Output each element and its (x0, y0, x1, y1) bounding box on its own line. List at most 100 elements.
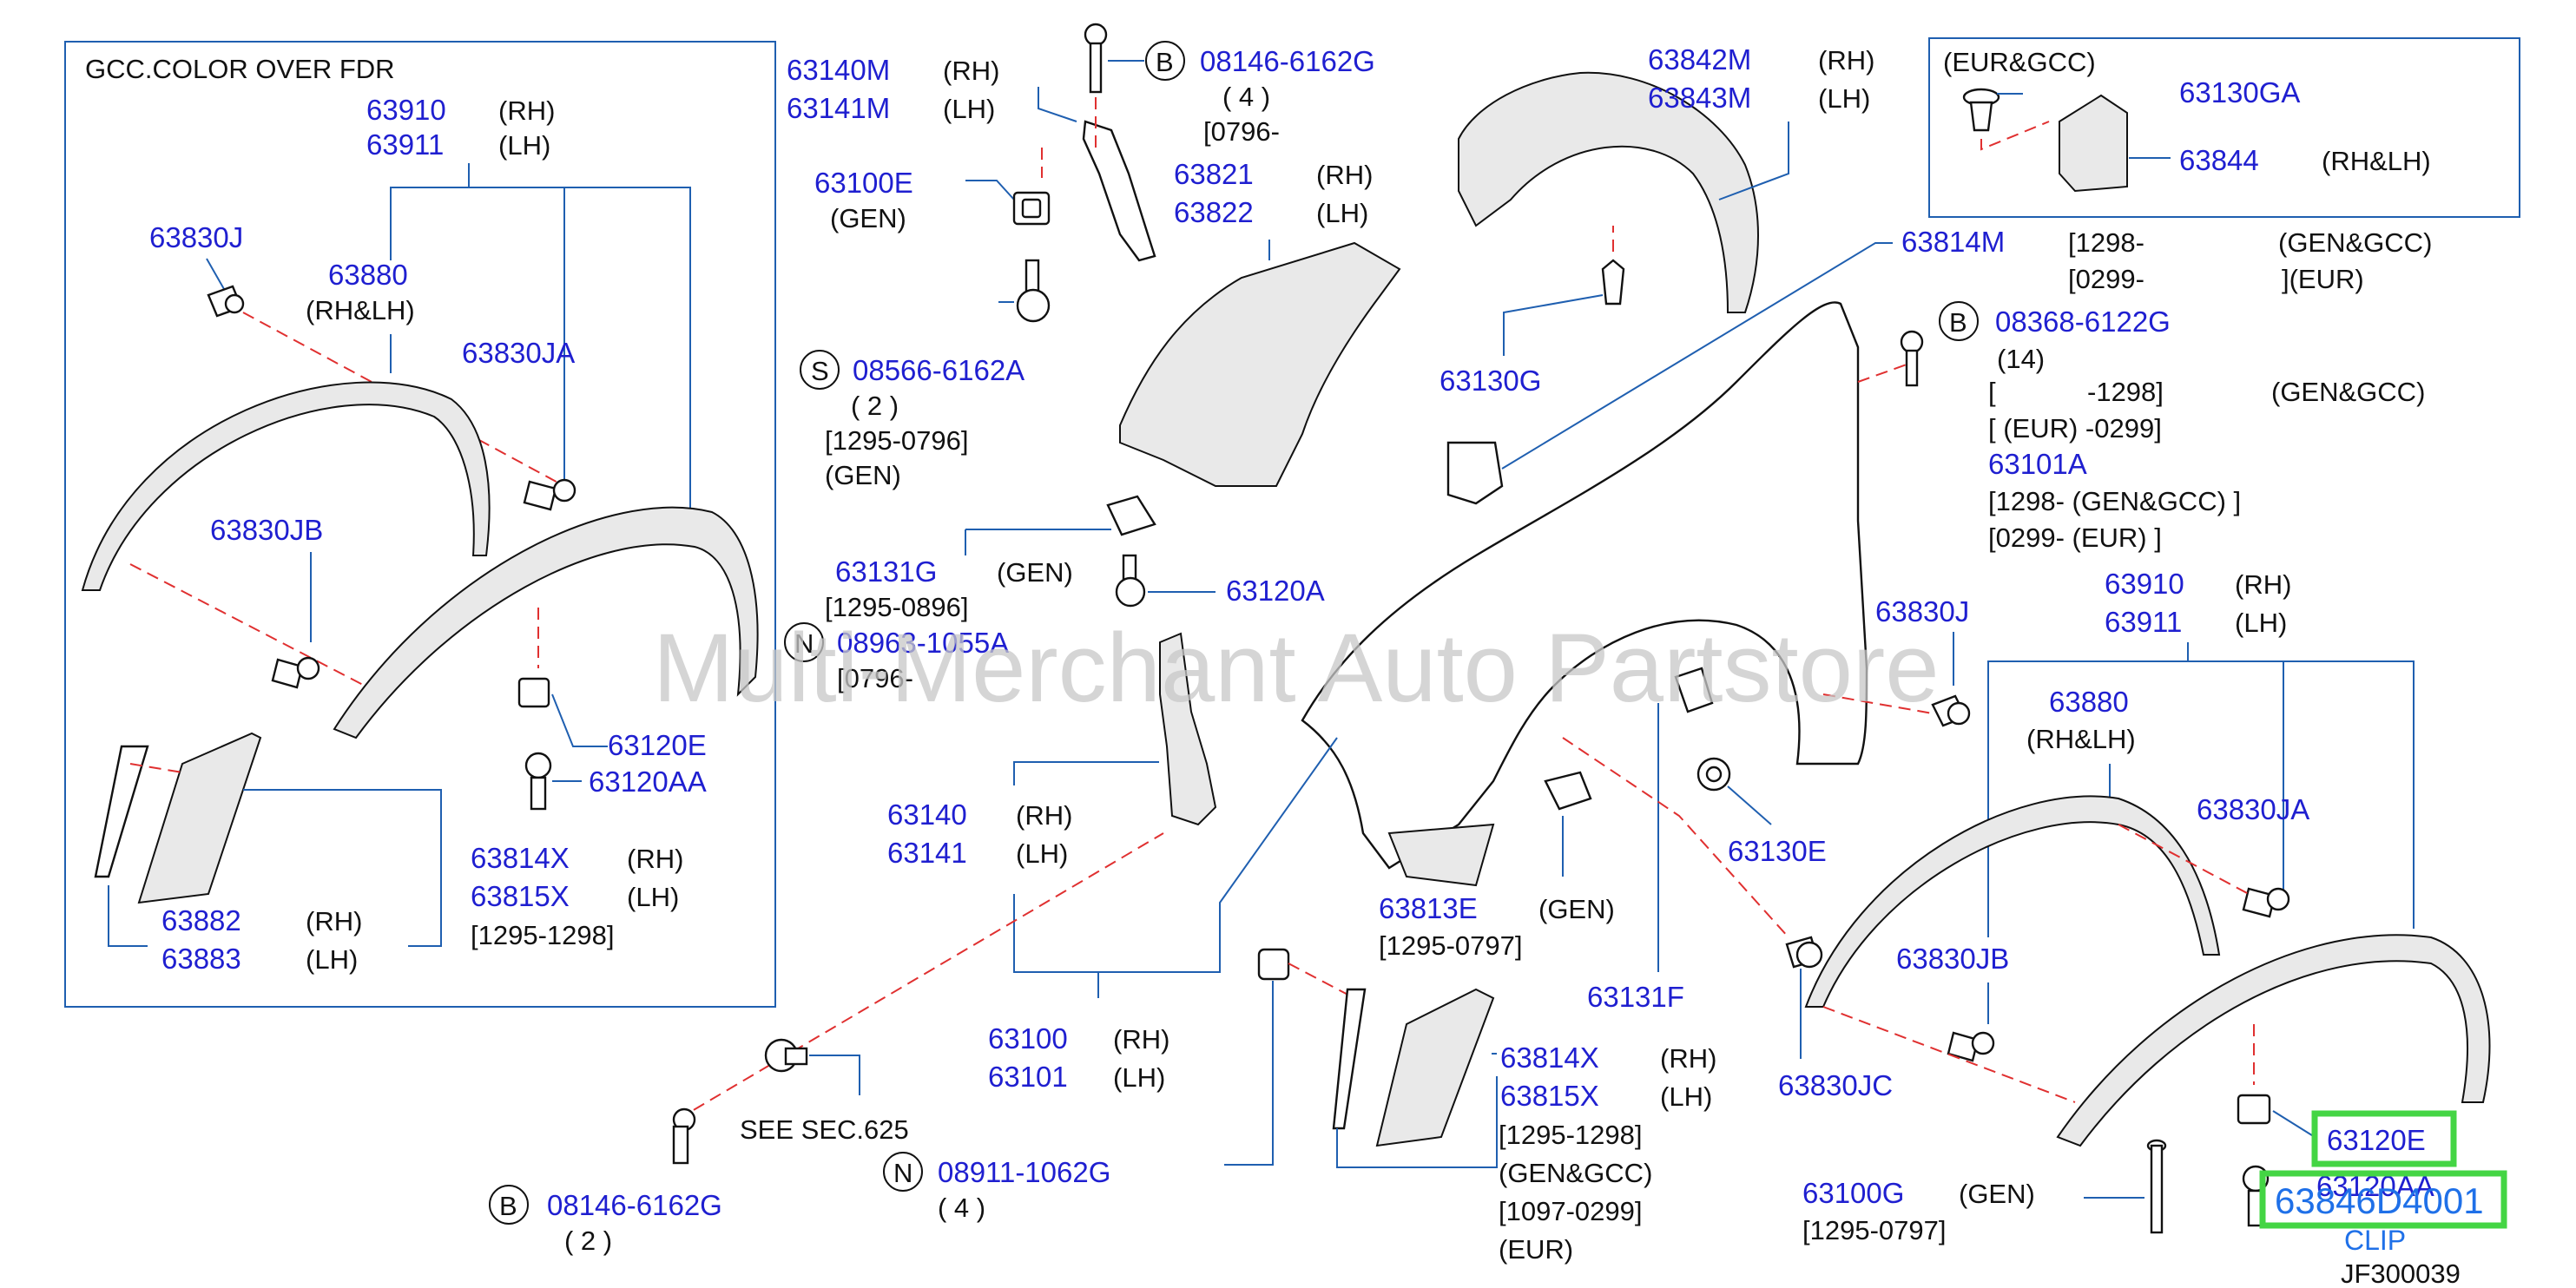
quantity-label: (14) (1997, 344, 2045, 374)
assembly-dashline (1562, 737, 1789, 938)
part-link-63140[interactable]: 63140 (887, 798, 967, 831)
fender-liner-63842M-icon (1458, 71, 1759, 313)
assembly-dashline (676, 832, 1164, 1120)
part-link-63120AA-inset[interactable]: 63120AA (589, 766, 707, 798)
nut-63120E-icon (2237, 1094, 2271, 1125)
part-link-63821[interactable]: 63821 (1174, 158, 1254, 190)
part-link-63141M[interactable]: 63141M (787, 92, 890, 124)
part-link-63910[interactable]: 63910 (2105, 568, 2184, 600)
part-link-63830JA-inset[interactable]: 63830JA (462, 337, 575, 369)
fender-flare-63880-inset-icon (81, 381, 491, 591)
clip-63130G-icon (1601, 259, 1625, 306)
part-link-63842M[interactable]: 63842M (1648, 43, 1751, 76)
bolt-63120A-icon (1115, 554, 1146, 608)
part-link-08146-6162G-lower[interactable]: 08146-6162G (547, 1189, 722, 1221)
part-link-63880-inset[interactable]: 63880 (328, 259, 408, 291)
date-range-label: [1298- (GEN&GCC) ] (1988, 486, 2241, 516)
date-range-label: [ (1988, 377, 1996, 407)
quantity-label: ( 4 ) (938, 1193, 985, 1223)
date-range-label: [0796- (837, 663, 913, 693)
part-link-63815X-inset[interactable]: 63815X (471, 880, 570, 912)
leader-line (2188, 660, 2284, 894)
part-link-08963-1055A[interactable]: 08963-1055A (837, 627, 1009, 659)
date-range-label: [1298- (2068, 227, 2144, 258)
part-link-63830J-inset[interactable]: 63830J (149, 221, 243, 253)
variant-label: (EUR) (1499, 1234, 1573, 1265)
part-link-08566-6162A[interactable]: 08566-6162A (853, 354, 1024, 386)
side-label: (LH) (627, 882, 679, 912)
part-link-08146-6162G[interactable]: 08146-6162G (1200, 45, 1375, 77)
front-fender-63100-icon (1301, 301, 1868, 870)
date-range-label: [ (EUR) -0299] (1988, 413, 2162, 444)
side-label: (LH) (1016, 838, 1068, 869)
part-link-63830JB[interactable]: 63830JB (1896, 943, 2009, 975)
date-range-label: [0299- (EUR) ] (1988, 522, 2162, 553)
part-link-63131F[interactable]: 63131F (1587, 981, 1684, 1013)
callout-letter: B (1156, 47, 1174, 77)
part-link-63100E[interactable]: 63100E (814, 167, 913, 199)
part-link-63131G[interactable]: 63131G (835, 555, 937, 588)
part-link-08911-1062G[interactable]: 08911-1062G (938, 1156, 1110, 1188)
part-link-63814X[interactable]: 63814X (1500, 1042, 1599, 1074)
part-link-63846D4001-highlighted[interactable]: 63846D4001 (2275, 1180, 2484, 1221)
fender-flare-63880-icon (1804, 795, 2221, 1008)
part-link-63883-inset[interactable]: 63883 (161, 943, 241, 975)
date-range-label: [0796- (1203, 116, 1280, 147)
part-link-63814X-inset[interactable]: 63814X (471, 842, 570, 874)
part-link-63813E[interactable]: 63813E (1379, 892, 1478, 924)
assembly-dashline (1822, 1006, 2076, 1103)
clip-63813E-icon (1544, 771, 1592, 811)
part-link-63101[interactable]: 63101 (988, 1061, 1068, 1093)
leader-line (108, 885, 148, 947)
callout-letter: N (794, 628, 814, 659)
part-link-63100[interactable]: 63100 (988, 1022, 1068, 1055)
part-link-08368-6122G[interactable]: 08368-6122G (1995, 306, 2171, 338)
leader-line (1224, 981, 1274, 1166)
part-link-63814M[interactable]: 63814M (1901, 226, 2005, 258)
nut-63130E-icon (1696, 757, 1731, 792)
part-link-63140M[interactable]: 63140M (787, 54, 890, 86)
part-link-63830JA[interactable]: 63830JA (2197, 793, 2309, 825)
part-link-63101A[interactable]: 63101A (1988, 448, 2087, 480)
clip-63131F-icon (1674, 667, 1714, 713)
side-label: (LH) (1316, 198, 1368, 228)
part-link-63130E[interactable]: 63130E (1728, 835, 1827, 867)
cover-63844-icon (2059, 94, 2128, 193)
bolt-08146-icon (1084, 23, 1108, 94)
side-label: (RH&LH) (306, 295, 415, 325)
part-link-63911[interactable]: 63911 (2105, 606, 2182, 638)
strip-63814X-icon (1332, 988, 1367, 1130)
assembly-dashline (1980, 121, 2050, 151)
part-link-63815X[interactable]: 63815X (1500, 1080, 1599, 1112)
part-link-63911-inset[interactable]: 63911 (366, 128, 444, 161)
quantity-label: ( 2 ) (564, 1226, 612, 1256)
part-link-63141[interactable]: 63141 (887, 837, 967, 869)
side-label: (RH) (2235, 569, 2291, 600)
side-label: (LH) (2235, 608, 2287, 638)
highlight-box-63120E (2311, 1110, 2457, 1167)
part-link-63910-inset[interactable]: 63910 (366, 94, 446, 126)
quantity-label: ( 2 ) (851, 391, 899, 421)
eur-inset-title: (EUR&GCC) (1943, 47, 2096, 77)
callout-letter: B (499, 1191, 517, 1221)
part-link-63100G[interactable]: 63100G (1802, 1177, 1904, 1209)
variant-label: (GEN&GCC) (2271, 377, 2425, 407)
part-link-63120E-highlighted[interactable]: 63120E (2327, 1124, 2426, 1156)
part-link-63830J[interactable]: 63830J (1875, 595, 1969, 628)
part-link-63880[interactable]: 63880 (2049, 686, 2129, 718)
part-link-63830JC[interactable]: 63830JC (1778, 1069, 1893, 1101)
part-link-63130G[interactable]: 63130G (1440, 365, 1541, 397)
part-link-63882-inset[interactable]: 63882 (161, 904, 241, 936)
part-link-63830JB-inset[interactable]: 63830JB (210, 514, 323, 546)
part-link-63843M[interactable]: 63843M (1648, 82, 1751, 114)
clip-63830JA-icon (2242, 887, 2290, 918)
part-link-63120E-inset[interactable]: 63120E (608, 729, 707, 761)
part-link-63822[interactable]: 63822 (1174, 196, 1254, 228)
side-label: (LH) (1660, 1081, 1712, 1112)
part-link-63120A[interactable]: 63120A (1226, 575, 1325, 607)
bracket-63140M-icon (1082, 120, 1156, 262)
part-link-63130GA[interactable]: 63130GA (2179, 76, 2300, 108)
part-link-63844[interactable]: 63844 (2179, 144, 2259, 176)
stay-63140-icon (1159, 632, 1217, 826)
